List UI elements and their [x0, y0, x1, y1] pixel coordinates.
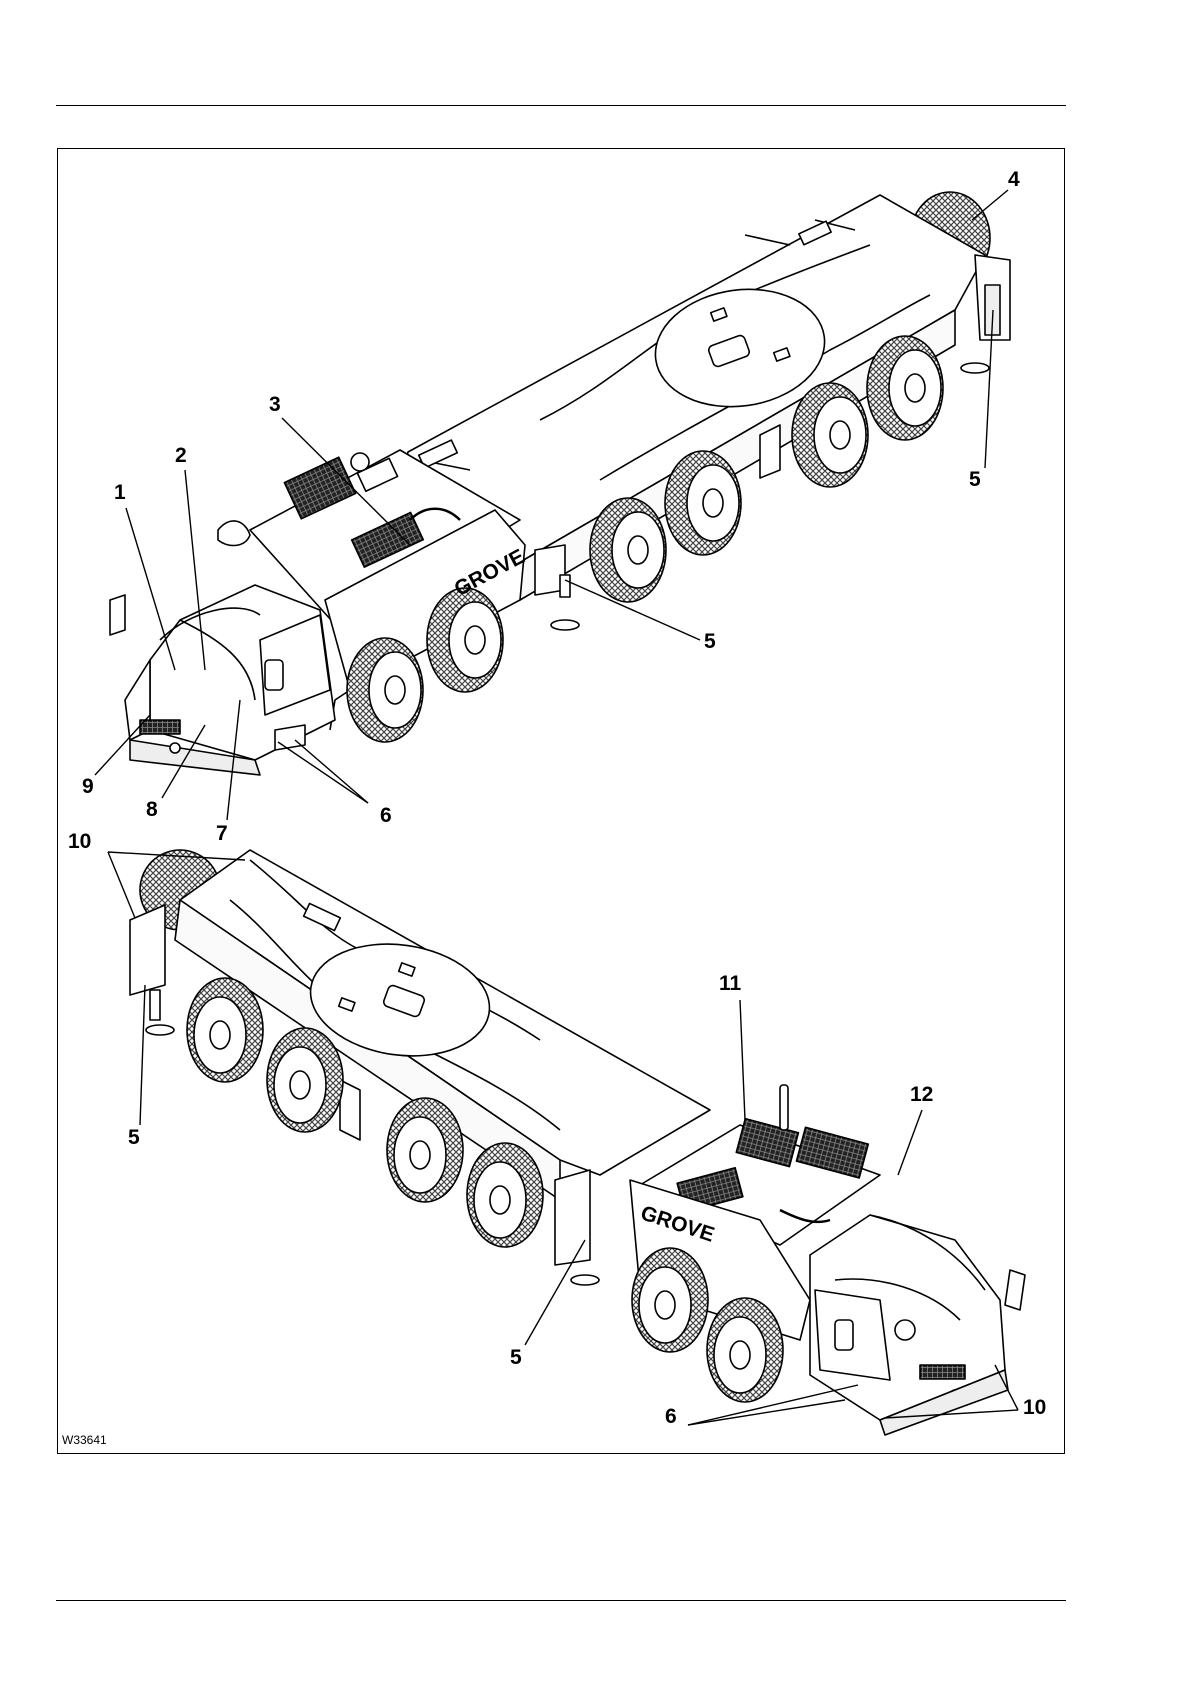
callout-10-front: 10	[1023, 1396, 1046, 1420]
callout-12: 12	[910, 1083, 933, 1107]
figure-id: W33641	[62, 1433, 107, 1447]
callout-2: 2	[175, 444, 187, 468]
callout-3: 3	[269, 393, 281, 417]
callout-4: 4	[1008, 168, 1020, 192]
callout-11: 11	[719, 972, 741, 996]
callout-5-middle-b: 5	[510, 1346, 522, 1370]
callout-1: 1	[114, 481, 126, 505]
callout-6-b: 6	[665, 1405, 677, 1429]
callout-7: 7	[216, 822, 228, 846]
callout-8: 8	[146, 798, 158, 822]
callout-5-rear-b: 5	[128, 1126, 140, 1150]
callout-6: 6	[380, 804, 392, 828]
callout-9: 9	[82, 775, 94, 799]
callout-5-middle: 5	[704, 630, 716, 654]
callout-5-rear: 5	[969, 468, 981, 492]
callout-10-rear: 10	[68, 830, 91, 854]
